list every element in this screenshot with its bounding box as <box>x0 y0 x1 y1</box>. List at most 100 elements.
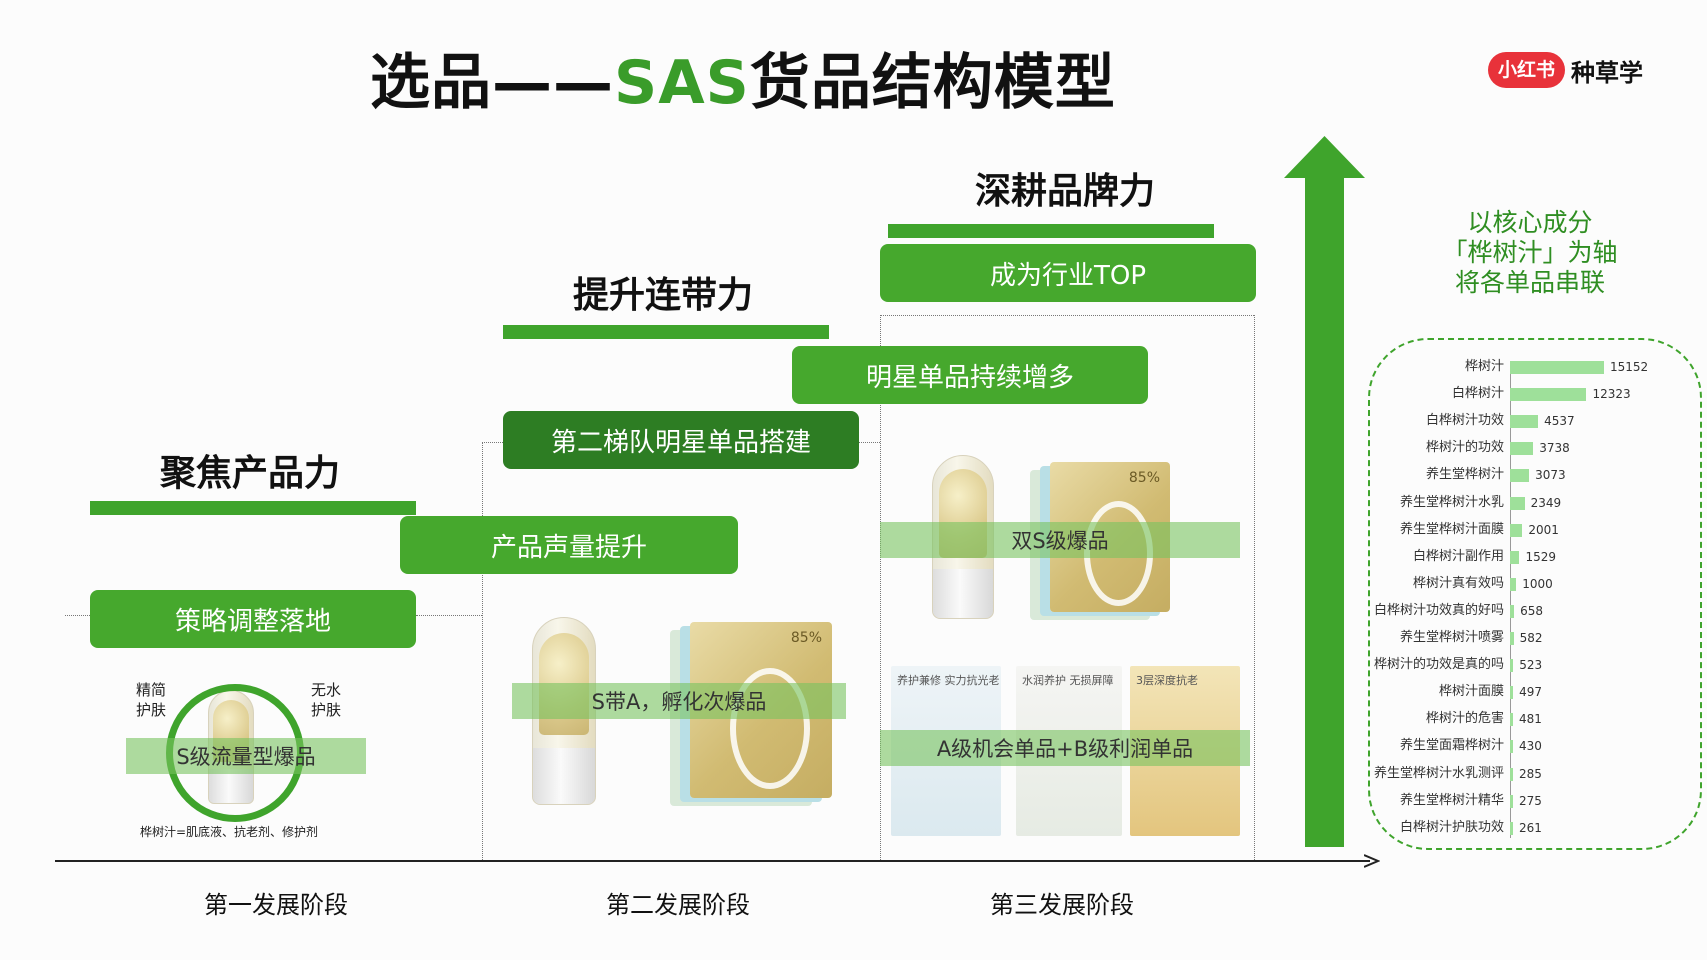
keyword-label: 白桦树汁 <box>1451 386 1504 402</box>
keyword-label: 白桦树汁功效 <box>1425 413 1504 429</box>
keyword-row: 白桦树汁副作用 1529 <box>1368 546 1698 568</box>
stage1-title: 聚焦产品力 <box>160 453 341 494</box>
stage1-label: 第一发展阶段 <box>204 891 348 919</box>
xiaohongshu-badge: 小红书 <box>1488 52 1566 88</box>
stage3-title: 深耕品牌力 <box>975 171 1156 212</box>
keyword-value: 261 <box>1519 820 1542 835</box>
keyword-bar <box>1510 767 1513 781</box>
keyword-bar <box>1510 632 1514 645</box>
keyword-row: 养生堂桦树汁 3073 <box>1368 464 1698 486</box>
keyword-bar <box>1510 496 1525 510</box>
keyword-label: 桦树汁 <box>1464 359 1504 374</box>
keyword-value: 658 <box>1520 603 1543 618</box>
keyword-value: 1000 <box>1522 576 1553 591</box>
keyword-value: 12323 <box>1592 387 1631 402</box>
keyword-bar <box>1510 469 1530 483</box>
keyword-value: 275 <box>1519 793 1542 808</box>
ingredient-note: 桦树汁=肌底液、抗老剂、修护剂 <box>140 825 319 839</box>
keyword-row: 养生堂桦树汁水乳测评 285 <box>1368 763 1698 785</box>
keyword-value: 3738 <box>1539 441 1570 456</box>
keyword-row: 白桦树汁 12323 <box>1368 383 1698 405</box>
keyword-value: 481 <box>1519 712 1542 727</box>
page-title: 选品——SAS货品结构模型 <box>370 48 1116 118</box>
keyword-row: 桦树汁真有效吗 1000 <box>1368 573 1698 595</box>
keyword-value: 3073 <box>1535 468 1566 483</box>
keyword-row: 桦树汁 15152 <box>1368 356 1698 378</box>
stage2-underline <box>503 325 829 339</box>
keyword-label: 养生堂面霜桦树汁 <box>1399 738 1504 754</box>
box-industry-top: 成为行业TOP <box>880 244 1256 302</box>
keyword-value: 285 <box>1519 766 1542 781</box>
stage2-connector-left <box>482 442 503 443</box>
growth-arrow-shaft <box>1305 175 1344 847</box>
keyword-bar <box>1510 686 1514 700</box>
timeline-arrowhead <box>1364 854 1380 868</box>
keyword-bar <box>1510 740 1513 754</box>
keyword-value: 582 <box>1519 631 1543 645</box>
keyword-bar <box>1510 388 1587 402</box>
keyword-value: 1529 <box>1525 549 1557 564</box>
keyword-chart-axis <box>1510 362 1511 838</box>
keyword-label: 白桦树汁功效真的好吗 <box>1373 602 1504 618</box>
keyword-label: 养生堂桦树汁水乳 <box>1399 494 1504 510</box>
keyword-row: 桦树汁的功效 3738 <box>1368 437 1698 459</box>
keyword-row: 白桦树汁护肤功效 261 <box>1368 817 1698 839</box>
box-second-tier-stars: 第二梯队明星单品搭建 <box>503 411 859 469</box>
keyword-row: 养生堂桦树汁喷雾 582 <box>1368 627 1698 649</box>
keyword-row: 桦树汁的功效是真的吗 523 <box>1368 654 1698 676</box>
stage3-label: 第三发展阶段 <box>990 891 1134 919</box>
band-s-traffic-hit: S级流量型爆品 <box>126 738 366 774</box>
keyword-label: 养生堂桦树汁 <box>1425 467 1504 483</box>
growth-arrow-head <box>1284 136 1365 178</box>
keyword-bar <box>1510 442 1534 456</box>
keyword-label: 白桦树汁护肤功效 <box>1399 819 1504 835</box>
stage2-divider <box>482 442 483 860</box>
keyword-bar <box>1510 713 1513 727</box>
keyword-value: 15152 <box>1610 360 1649 374</box>
keyword-label: 桦树汁的功效 <box>1425 440 1504 456</box>
keyword-bar <box>1510 821 1513 835</box>
keyword-label: 桦树汁真有效吗 <box>1412 575 1504 591</box>
logo-text: 种草学 <box>1571 58 1644 87</box>
keyword-label: 桦树汁的功效是真的吗 <box>1373 657 1504 673</box>
keyword-value: 2349 <box>1530 495 1562 510</box>
axis-description: 以核心成分 「桦树汁」为轴 将各单品串联 <box>1442 208 1618 297</box>
stage3-right-border <box>1254 315 1255 860</box>
keyword-bar <box>1510 604 1515 618</box>
keyword-value: 497 <box>1519 685 1542 700</box>
keyword-row: 白桦树汁功效真的好吗 658 <box>1368 600 1698 622</box>
box-product-buzz: 产品声量提升 <box>400 516 738 574</box>
keyword-bar <box>1510 361 1604 374</box>
band-double-s: 双S级爆品 <box>880 522 1240 558</box>
tag-waterless-skincare: 无水护肤 <box>311 681 342 719</box>
box-star-products-grow: 明星单品持续增多 <box>792 346 1148 404</box>
keyword-bar <box>1510 415 1539 429</box>
keyword-label: 养生堂桦树汁水乳测评 <box>1373 765 1504 781</box>
stage3-divider <box>880 315 881 860</box>
keyword-bar <box>1510 577 1517 591</box>
keyword-label: 桦树汁的危害 <box>1425 711 1504 727</box>
keyword-label: 养生堂桦树汁喷雾 <box>1399 630 1504 645</box>
stage1-underline <box>90 501 416 515</box>
keyword-bar-chart: 桦树汁 15152 白桦树汁 12323 白桦树汁功效 4537 桦树汁的功效 3738 养生堂… <box>1368 356 1698 836</box>
keyword-label: 养生堂桦树汁面膜 <box>1399 521 1504 537</box>
stage3-top-border <box>880 315 1254 316</box>
stage2-label: 第二发展阶段 <box>606 891 750 919</box>
timeline-axis <box>55 860 1370 862</box>
keyword-row: 白桦树汁功效 4537 <box>1368 410 1698 432</box>
keyword-value: 4537 <box>1544 414 1575 429</box>
keyword-value: 523 <box>1519 658 1543 673</box>
stage3-underline <box>888 224 1214 238</box>
keyword-row: 养生堂面霜桦树汁 430 <box>1368 735 1698 757</box>
keyword-label: 白桦树汁副作用 <box>1412 548 1504 564</box>
keyword-bar <box>1510 659 1514 673</box>
keyword-row: 养生堂桦树汁水乳 2349 <box>1368 492 1698 514</box>
keyword-row: 桦树汁的危害 481 <box>1368 708 1698 730</box>
brand-logo: 小红书 种草学 <box>1488 52 1643 88</box>
stage1-connector-left <box>65 615 90 616</box>
keyword-value: 430 <box>1519 739 1542 754</box>
keyword-chart-panel <box>1368 338 1702 850</box>
